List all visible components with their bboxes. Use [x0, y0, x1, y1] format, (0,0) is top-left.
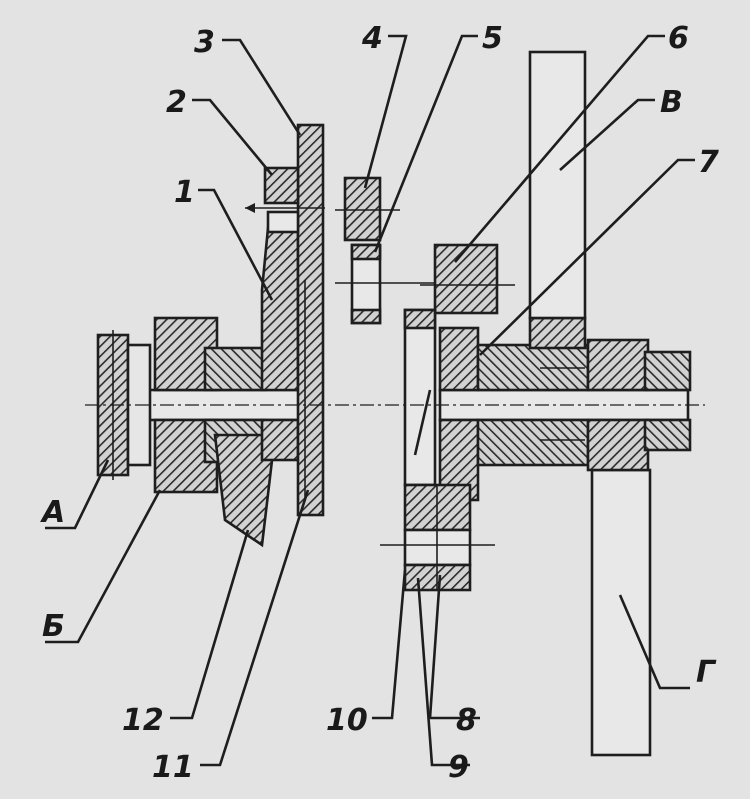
part-8-9-gear	[380, 483, 495, 592]
label-7: 7	[698, 145, 719, 180]
label-6: 6	[668, 21, 689, 56]
label-12: 12	[122, 703, 164, 738]
label-3: 3	[194, 25, 215, 60]
label-8: 8	[456, 703, 477, 738]
part-10-link	[403, 308, 437, 487]
part-1-arm	[260, 226, 300, 462]
part-12-lever	[213, 433, 277, 548]
label-2: 2	[166, 85, 187, 120]
part-v-rod	[528, 50, 587, 320]
label-g: Г	[696, 655, 717, 690]
label-5: 5	[482, 21, 503, 56]
label-v: В	[660, 85, 683, 120]
part-11-disc	[296, 123, 325, 517]
label-b: Б	[42, 609, 65, 644]
part-5-slider	[335, 243, 440, 325]
part-6-block	[420, 243, 515, 315]
leader-lines	[45, 34, 695, 767]
part-2-3-pin	[245, 166, 325, 234]
label-11: 11	[152, 750, 194, 785]
label-1: 1	[174, 175, 195, 210]
part-g-rod	[586, 338, 692, 757]
label-10: 10	[326, 703, 368, 738]
label-9: 9	[448, 750, 469, 785]
part-4-block	[335, 176, 400, 242]
label-4: 4	[361, 21, 383, 56]
label-a: А	[40, 495, 65, 530]
part-7-bushing	[438, 316, 590, 502]
